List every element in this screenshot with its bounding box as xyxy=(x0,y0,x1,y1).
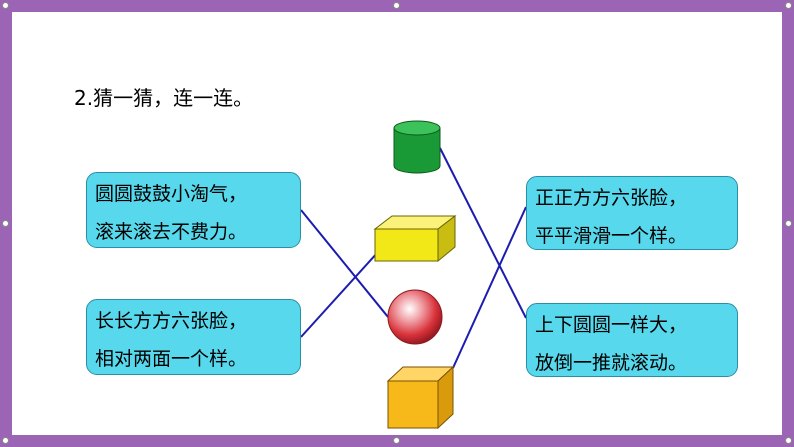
riddle-line-1: 正正方方六张脸， xyxy=(535,187,688,209)
riddle-box-cuboid: 长长方方六张脸， 相对两面一个样。 xyxy=(86,299,301,375)
match-line-cylinder xyxy=(439,147,527,319)
riddle-box-cylinder: 上下圆圆一样大， 放倒一推就滚动。 xyxy=(526,303,738,377)
riddle-box-sphere: 圆圆鼓鼓小淘气， 滚来滚去不费力。 xyxy=(86,172,301,248)
riddle-line-1: 圆圆鼓鼓小淘气， xyxy=(95,183,248,205)
match-line-cube xyxy=(452,206,527,369)
cylinder-shape xyxy=(393,120,441,174)
match-line-sphere xyxy=(300,209,389,318)
riddle-box-cube: 正正方方六张脸， 平平滑滑一个样。 xyxy=(526,176,738,250)
resize-handle-top-left[interactable] xyxy=(2,2,9,9)
resize-handle-bottom-center[interactable] xyxy=(393,437,400,444)
riddle-line-2: 滚来滚去不费力。 xyxy=(95,221,248,243)
riddle-line-2: 平平滑滑一个样。 xyxy=(535,225,688,247)
riddle-line-2: 相对两面一个样。 xyxy=(95,348,248,370)
resize-handle-middle-right[interactable] xyxy=(785,220,792,227)
resize-handle-middle-left[interactable] xyxy=(2,220,9,227)
riddle-line-1: 长长方方六张脸， xyxy=(95,310,248,332)
resize-handle-top-center[interactable] xyxy=(393,2,400,9)
resize-handle-top-right[interactable] xyxy=(785,2,792,9)
riddle-line-2: 放倒一推就滚动。 xyxy=(535,352,688,374)
cuboid-shape xyxy=(373,214,457,263)
riddle-line-1: 上下圆圆一样大， xyxy=(535,314,688,336)
resize-handle-bottom-right[interactable] xyxy=(785,437,792,444)
match-line-cuboid xyxy=(300,251,379,338)
resize-handle-bottom-left[interactable] xyxy=(2,437,9,444)
sphere-shape xyxy=(387,289,443,345)
exercise-title: 2.猜一猜，连一连。 xyxy=(74,86,254,110)
cube-shape xyxy=(386,365,455,430)
